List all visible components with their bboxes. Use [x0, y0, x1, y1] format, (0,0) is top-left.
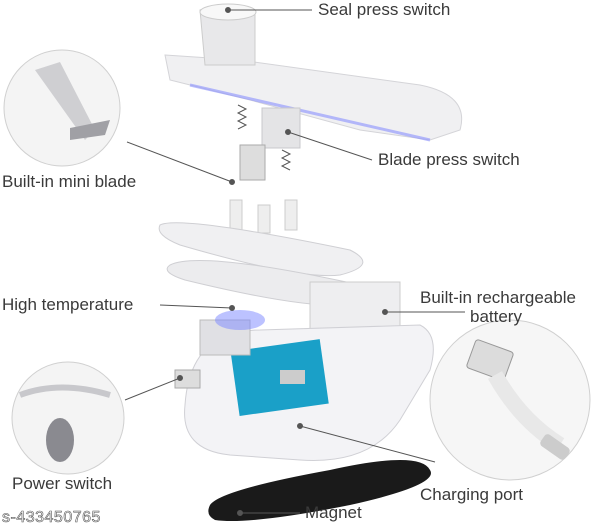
- label-charging-port: Charging port: [420, 485, 524, 504]
- label-battery-line2: battery: [470, 307, 522, 326]
- label-mini-blade: Built-in mini blade: [2, 172, 137, 191]
- label-high-temperature: High temperature: [2, 295, 134, 314]
- label-seal-press-switch: Seal press switch: [318, 0, 451, 19]
- blade-detail-circle: [3, 49, 121, 167]
- label-magnet: Magnet: [305, 503, 362, 522]
- charging-port-detail-circle: [429, 319, 591, 481]
- seal-press-cap: [164, 3, 462, 181]
- base-housing: [174, 281, 434, 461]
- power-switch-detail-circle: [11, 361, 125, 475]
- magnet: [208, 460, 431, 521]
- label-blade-press-switch: Blade press switch: [378, 150, 520, 169]
- label-power-switch: Power switch: [12, 474, 113, 493]
- label-battery-line1: Built-in rechargeable: [420, 288, 576, 307]
- watermark: s-433450765: [2, 509, 101, 527]
- leader-lines: [124, 7, 465, 516]
